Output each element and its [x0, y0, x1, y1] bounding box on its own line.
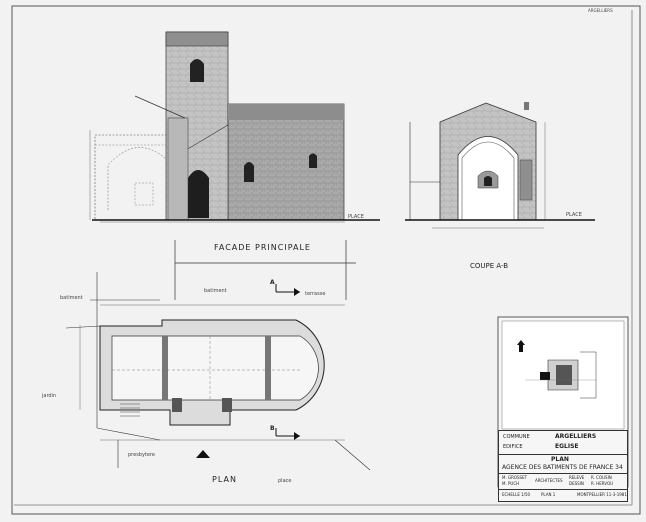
floor-plan: [65, 240, 371, 471]
architect-1: M. GROSSET: [502, 475, 528, 480]
place-label-plan: place: [278, 478, 292, 484]
dessin-value: R. HERVOU: [591, 481, 614, 486]
facade-title: FACADE PRINCIPALE: [214, 243, 311, 252]
scale: ECHELLE 1/50: [502, 492, 531, 497]
title-block: COMMUNE ARGELLIERS EDIFICE EGLISE PLAN A…: [498, 430, 628, 502]
dessin-label: DESSIN: [569, 481, 584, 486]
section-marker-a: A: [270, 279, 275, 286]
releve-value: R. COUSIN: [591, 475, 612, 480]
plan-title: PLAN: [212, 475, 237, 484]
place-label-facade: PLACE: [348, 214, 364, 220]
section-drawing: [405, 102, 595, 229]
commune-value: ARGELLIERS: [555, 433, 597, 440]
edifice-label: EDIFICE: [503, 444, 523, 450]
plan-number: PLAN 1: [541, 492, 556, 497]
jardin-label: jardin: [42, 393, 57, 399]
releve-label: RELEVE: [569, 475, 585, 480]
nave-wall: [227, 103, 345, 221]
architect-2: M. PUCH: [502, 481, 520, 486]
place-label-section: PLACE: [566, 212, 582, 218]
presbytere-label: presbytere: [128, 452, 155, 458]
terrasse-label: terrasse: [305, 291, 326, 297]
architects-label: ARCHITECTES: [535, 478, 563, 483]
sheet-border: [11, 5, 641, 515]
section-marker-b: B: [270, 425, 275, 432]
edifice-value: EGLISE: [555, 443, 579, 450]
location-date: MONTPELLIER 11-3-1981: [577, 492, 627, 497]
agency-name: AGENCE DES BATIMENTS DE FRANCE 34: [502, 464, 623, 471]
section-title: COUPE A-B: [470, 262, 509, 270]
facade-elevation: [89, 31, 380, 223]
batiment-label: batiment: [60, 295, 83, 301]
sheet-reference: ARGELLIERS: [588, 8, 613, 13]
batiment-label-top: batiment: [204, 288, 227, 294]
commune-label: COMMUNE: [503, 434, 530, 440]
document-type: PLAN: [551, 456, 569, 463]
